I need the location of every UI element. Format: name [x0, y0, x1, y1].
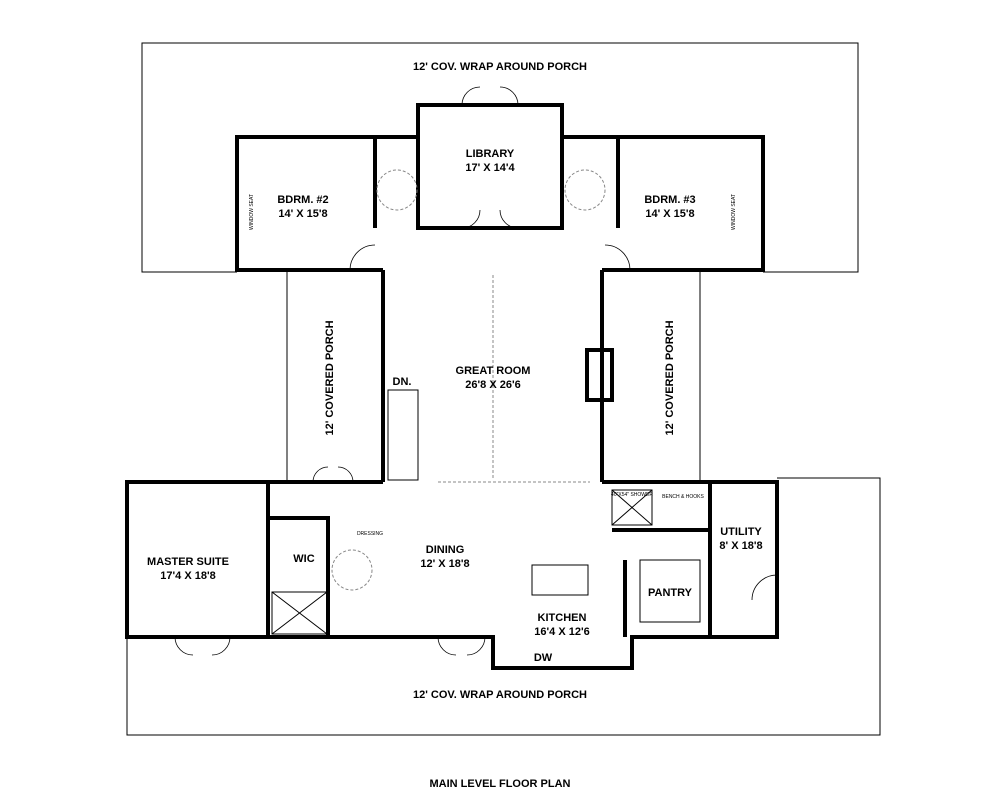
kitchen-size: 16'4 X 12'6	[534, 626, 589, 638]
shower-label: 40"X54" SHOWER	[611, 492, 653, 498]
dining-size: 12' X 18'8	[420, 558, 469, 570]
porch-top-label: 12' COV. WRAP AROUND PORCH	[413, 61, 587, 73]
dining-label: DINING	[426, 544, 465, 556]
master-label: MASTER SUITE	[147, 556, 229, 568]
library-label: LIBRARY	[466, 148, 515, 160]
utility-label: UTILITY	[720, 526, 762, 538]
pantry-label: PANTRY	[648, 587, 693, 599]
porch-outlines	[126, 42, 881, 736]
bench-label: BENCH & HOOKS	[662, 494, 704, 500]
window-seat-left: WINDOW SEAT	[249, 194, 255, 230]
bdrm2-size: 14' X 15'8	[278, 208, 327, 220]
kitchen-label: KITCHEN	[538, 612, 587, 624]
great-room-size: 26'8 X 26'6	[465, 379, 520, 391]
master-size: 17'4 X 18'8	[160, 570, 215, 582]
porch-left-label: 12' COVERED PORCH	[324, 320, 336, 435]
porch-bottom-label: 12' COV. WRAP AROUND PORCH	[413, 689, 587, 701]
porch-right-label: 12' COVERED PORCH	[664, 320, 676, 435]
room-labels: 12' COV. WRAP AROUND PORCH LIBRARY 17' X…	[147, 61, 763, 790]
stair-label: DN.	[393, 376, 412, 388]
window-seat-right: WINDOW SEAT	[731, 194, 737, 230]
dw-label: DW	[534, 652, 553, 664]
bdrm3-size: 14' X 15'8	[645, 208, 694, 220]
dressing-label: DRESSING	[357, 531, 383, 537]
bdrm2-label: BDRM. #2	[277, 194, 328, 206]
wic-label: WIC	[293, 553, 314, 565]
plan-title: MAIN LEVEL FLOOR PLAN	[430, 778, 571, 790]
great-room-label: GREAT ROOM	[456, 365, 531, 377]
walls	[125, 103, 779, 670]
utility-size: 8' X 18'8	[719, 540, 762, 552]
doors	[174, 86, 778, 656]
bdrm3-label: BDRM. #3	[644, 194, 695, 206]
library-size: 17' X 14'4	[465, 162, 515, 174]
